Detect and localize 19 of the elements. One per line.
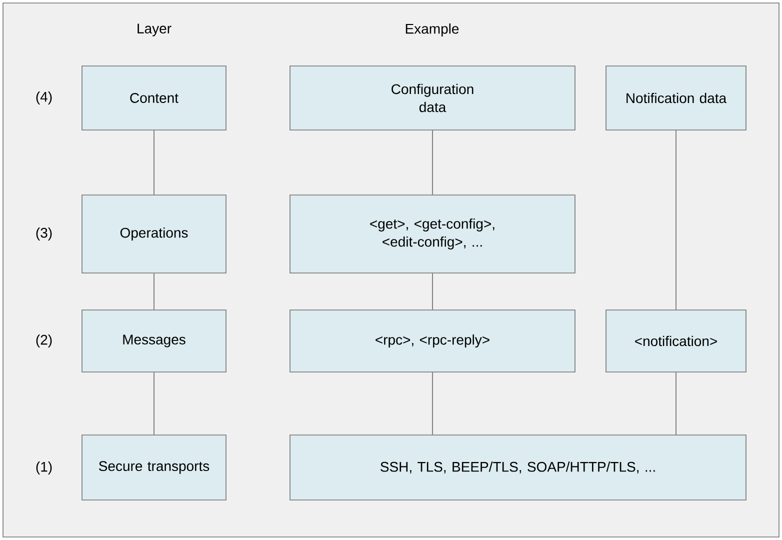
- layer-box: <get>, <get-config>, <edit-config>, ...: [290, 194, 576, 274]
- layer-box: <rpc>, <rpc-reply>: [290, 310, 576, 372]
- layer-number: (1): [36, 461, 52, 474]
- column-heading: Example: [406, 23, 459, 36]
- layer-box: Notification data: [606, 66, 746, 130]
- layer-box: Secure transports: [82, 434, 226, 500]
- layer-number: (4): [36, 91, 52, 105]
- layer-box: <notification>: [606, 310, 746, 372]
- connector-line: [432, 130, 433, 195]
- layer-number: (2): [36, 334, 52, 348]
- connector-line: [432, 372, 433, 435]
- layer-box: Operations: [82, 194, 226, 274]
- column-heading: Layer: [138, 24, 172, 36]
- connector-line: [432, 272, 433, 310]
- layer-box: Configuration data: [290, 66, 576, 130]
- layer-box: Content: [82, 66, 226, 130]
- layer-number: (3): [36, 227, 52, 240]
- layer-box: Messages: [82, 310, 226, 372]
- layer-box: SSH, TLS, BEEP/TLS, SOAP/HTTP/TLS, ...: [290, 434, 746, 500]
